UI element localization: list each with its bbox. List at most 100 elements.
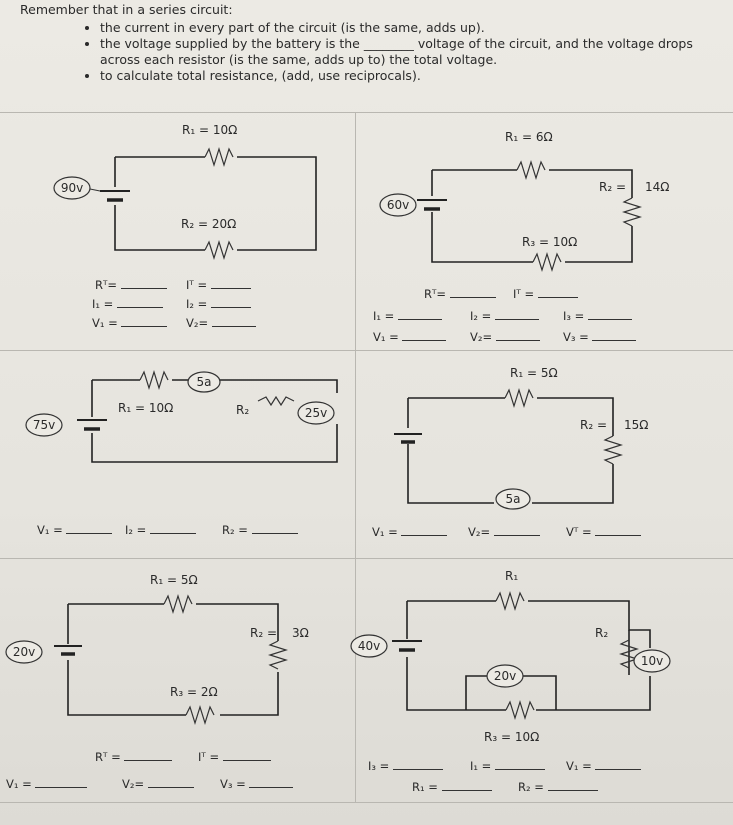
circuit-3-r2-label: R₂ [236, 403, 249, 417]
circuit-6-v2-oval [633, 649, 671, 673]
grid-divider-mid1 [0, 350, 733, 351]
c3-i2-answer[interactable]: I₂ = [125, 523, 196, 537]
c1-i2-answer[interactable]: I₂ = [186, 297, 251, 311]
circuit-5-wire [67, 603, 279, 716]
circuit-6-r3-label: R₃ = 10Ω [484, 730, 539, 744]
c1-v2-answer[interactable]: V₂= [186, 316, 256, 330]
circuit-5-battery-oval [5, 640, 43, 664]
circuit-6-v2-label: 10v [641, 654, 663, 668]
circuit-3-v2-label: 25v [305, 406, 327, 420]
circuit-5-r2-resistor [267, 640, 289, 670]
circuit-6-r1-label: R₁ [505, 569, 518, 583]
c6-i3-answer[interactable]: I₃ = [368, 759, 443, 773]
intro-section: Remember that in a series circuit: the c… [20, 2, 720, 84]
circuit-2-r2-value: 14Ω [645, 180, 669, 194]
c1-i1-answer[interactable]: I₁ = [92, 297, 163, 311]
circuit-3: 75v 5a R₁ = 10Ω R₂ 25v [25, 369, 338, 463]
circuit-1-battery-label: 90v [61, 181, 83, 195]
circuit-4-r1-resistor [504, 387, 534, 409]
circuit-4-current-label: 5a [506, 492, 521, 506]
circuit-5-r1-label: R₁ = 5Ω [150, 573, 198, 587]
c6-r1-answer[interactable]: R₁ = [412, 780, 492, 794]
circuit-5-r2-label: R₂ = [250, 626, 277, 640]
circuit-2-r3-resistor [532, 251, 562, 273]
circuit-6-wire [406, 600, 651, 711]
circuit-3-current-oval [187, 371, 221, 393]
c1-rt-answer[interactable]: Rᵀ= [95, 278, 167, 292]
circuit-2-battery-label: 60v [387, 198, 409, 212]
bullet-current: the current in every part of the circuit… [100, 20, 720, 36]
c2-v2-answer[interactable]: V₂= [470, 330, 540, 344]
c3-r2-answer[interactable]: R₂ = [222, 523, 298, 537]
circuit-5-r3-resistor [185, 704, 215, 726]
circuit-1: 90v R₁ = 10Ω R₂ = 20Ω [53, 123, 317, 261]
circuit-4-current-oval [495, 488, 531, 510]
c2-rt-answer[interactable]: Rᵀ= [424, 287, 496, 301]
c2-v1-answer[interactable]: V₁ = [373, 330, 447, 344]
circuit-2-r3-label: R₃ = 10Ω [522, 235, 577, 249]
c5-rt-answer[interactable]: Rᵀ = [95, 750, 173, 764]
circuit-5-battery-label: 20v [13, 645, 35, 659]
c5-v2-answer[interactable]: V₂= [122, 777, 194, 791]
circuit-1-r2-resistor [204, 239, 234, 261]
circuit-2-r1-label: R₁ = 6Ω [505, 130, 553, 144]
c2-i3-answer[interactable]: I₃ = [563, 309, 632, 323]
circuit-3-battery-oval [25, 413, 63, 437]
grid-divider-top [0, 112, 733, 113]
grid-divider-bottom [0, 802, 733, 803]
circuit-6: 40v R₁ R₂ 10v 20v R₃ = 10Ω [350, 569, 671, 744]
circuit-3-wire [91, 379, 338, 463]
circuit-4-r2-value: 15Ω [624, 418, 648, 432]
c2-v3-answer[interactable]: V₃ = [563, 330, 637, 344]
circuit-3-v2-oval [297, 401, 335, 425]
circuit-2-r1-resistor [516, 159, 546, 181]
circuit-3-r1-resistor [139, 369, 169, 391]
c4-v1-answer[interactable]: V₁ = [372, 525, 448, 539]
circuit-6-v3-label: 20v [494, 669, 516, 683]
circuit-6-r1-resistor [495, 590, 525, 612]
circuit-2-r2-resistor [621, 197, 643, 227]
circuit-2: 60v R₁ = 6Ω R₂ = 14Ω R₃ = 10Ω [379, 130, 669, 273]
circuit-5-r2-value: 3Ω [292, 626, 309, 640]
c3-v1-answer[interactable]: V₁ = [37, 523, 113, 537]
circuit-5-r3-label: R₃ = 2Ω [170, 685, 218, 699]
circuit-2-wire [431, 169, 633, 263]
c4-v2-answer[interactable]: V₂= [468, 525, 540, 539]
c5-v3-answer[interactable]: V₃ = [220, 777, 294, 791]
intro-bullets: the current in every part of the circuit… [20, 20, 720, 84]
circuit-1-r1-label: R₁ = 10Ω [182, 123, 237, 137]
circuit-6-v3-oval [486, 664, 524, 688]
circuit-1-battery-oval [53, 176, 91, 200]
circuit-4-r1-label: R₁ = 5Ω [510, 366, 558, 380]
c6-i1-answer[interactable]: I₁ = [470, 759, 545, 773]
intro-title: Remember that in a series circuit: [20, 2, 233, 17]
circuit-5: 20v R₁ = 5Ω R₂ = 3Ω R₃ = 2Ω [5, 573, 309, 726]
c2-i1-answer[interactable]: I₁ = [373, 309, 442, 323]
c6-r2-answer[interactable]: R₂ = [518, 780, 598, 794]
circuit-1-r2-label: R₂ = 20Ω [181, 217, 236, 231]
grid-divider-vertical [355, 112, 356, 802]
c5-v1-answer[interactable]: V₁ = [6, 777, 88, 791]
circuit-3-r1-label: R₁ = 10Ω [118, 401, 173, 415]
circuit-6-r2-resistor [618, 639, 640, 669]
c6-v1-answer[interactable]: V₁ = [566, 759, 642, 773]
circuit-3-r2-resistor [257, 395, 295, 407]
circuit-3-battery-label: 75v [33, 418, 55, 432]
circuit-2-battery-oval [379, 193, 417, 217]
bullet-resistance: to calculate total resistance, (add, use… [100, 68, 720, 84]
circuit-1-wire [114, 156, 317, 251]
c2-i2-answer[interactable]: I₂ = [470, 309, 539, 323]
circuit-1-battery-pointer [89, 188, 101, 192]
c1-v1-answer[interactable]: V₁ = [92, 316, 168, 330]
circuit-6-v3-bracket [465, 675, 557, 710]
c1-it-answer[interactable]: Iᵀ = [186, 278, 251, 292]
circuit-4-r2-label: R₂ = [580, 418, 607, 432]
circuit-2-r2-label: R₂ = [599, 180, 626, 194]
c2-it-answer[interactable]: Iᵀ = [513, 287, 578, 301]
circuit-6-r3-resistor [505, 699, 535, 721]
c4-vt-answer[interactable]: Vᵀ = [566, 525, 642, 539]
circuit-6-r2-label: R₂ [595, 626, 608, 640]
c5-it-answer[interactable]: Iᵀ = [198, 750, 271, 764]
